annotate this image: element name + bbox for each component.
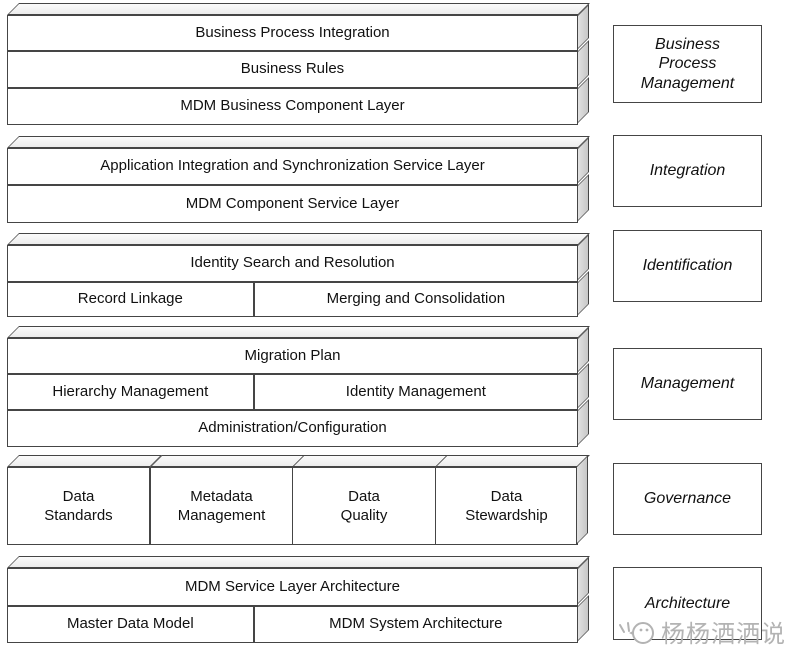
- layer-migration-plan: Migration Plan: [244, 346, 341, 364]
- cube-label: Metadata Management: [177, 487, 266, 525]
- box-top-face: [7, 3, 590, 15]
- layer-row: MDM Business Component Layer: [7, 77, 589, 125]
- box-top-face: [150, 455, 305, 467]
- layer-record-linkage: Record Linkage: [77, 290, 183, 308]
- layer-group-integration: Application Integration and Synchronizat…: [7, 136, 590, 223]
- layer-hierarchy-management: Hierarchy Management: [52, 382, 209, 400]
- cube-data-standards: Data Standards: [7, 455, 162, 545]
- box-top-face: [7, 233, 590, 245]
- cube-data-quality: Data Quality: [292, 455, 448, 545]
- category-business-process-management: Business Process Management: [613, 25, 762, 103]
- layer-group-architecture: MDM Service Layer Architecture Master Da…: [7, 556, 590, 643]
- cube-data-stewardship: Data Stewardship: [435, 455, 590, 545]
- layer-administration-configuration: Administration/Configuration: [198, 419, 387, 437]
- layer-row: Application Integration and Synchronizat…: [7, 137, 589, 185]
- layer-row: Hierarchy Management Identity Management: [7, 363, 589, 410]
- box-side-face: [576, 455, 588, 545]
- layer-row: Migration Plan: [7, 327, 589, 374]
- category-management: Management: [613, 348, 762, 420]
- layer-master-data-model: Master Data Model: [66, 615, 194, 633]
- category-integration: Integration: [613, 135, 762, 207]
- layer-row: Business Rules: [7, 40, 589, 88]
- box-top-face: [7, 326, 590, 338]
- cube-label: Data Standards: [44, 487, 113, 525]
- category-architecture: Architecture: [613, 567, 762, 640]
- layer-row: Master Data Model MDM System Architectur…: [7, 595, 589, 643]
- box-top-face: [292, 455, 448, 467]
- layer-mdm-system-architecture: MDM System Architecture: [252, 607, 577, 642]
- cube-label: Data Quality: [340, 487, 388, 525]
- box-top-face: [7, 556, 590, 568]
- layer-business-rules: Business Rules: [240, 60, 345, 78]
- layer-row: MDM Component Service Layer: [7, 174, 589, 223]
- cube-metadata-management: Metadata Management: [150, 455, 305, 545]
- cube-label: Data Stewardship: [465, 487, 548, 525]
- layer-row: Business Process Integration: [7, 4, 589, 51]
- layer-group-business-process: Business Process Integration Business Ru…: [7, 3, 590, 125]
- layer-mdm-business-component: MDM Business Component Layer: [180, 97, 405, 115]
- layer-group-identification: Identity Search and Resolution Record Li…: [7, 233, 590, 317]
- layer-mdm-component-service: MDM Component Service Layer: [185, 194, 400, 212]
- layer-row: MDM Service Layer Architecture: [7, 557, 589, 606]
- layer-business-process-integration: Business Process Integration: [195, 23, 390, 41]
- box-top-face: [7, 136, 590, 148]
- box-top-face: [7, 455, 162, 467]
- category-governance: Governance: [613, 463, 762, 535]
- layer-mdm-service-layer-architecture: MDM Service Layer Architecture: [184, 577, 401, 595]
- category-identification: Identification: [613, 230, 762, 302]
- layer-group-management: Migration Plan Hierarchy Management Iden…: [7, 326, 590, 447]
- box-top-face: [435, 455, 590, 467]
- layer-identity-search-resolution: Identity Search and Resolution: [190, 254, 395, 272]
- layer-row: Identity Search and Resolution: [7, 234, 589, 282]
- layer-row: Administration/Configuration: [7, 399, 589, 447]
- layer-merging-consolidation: Merging and Consolidation: [252, 283, 577, 316]
- layer-identity-management: Identity Management: [252, 375, 577, 409]
- layer-row: Record Linkage Merging and Consolidation: [7, 271, 589, 317]
- layer-application-integration: Application Integration and Synchronizat…: [100, 157, 485, 175]
